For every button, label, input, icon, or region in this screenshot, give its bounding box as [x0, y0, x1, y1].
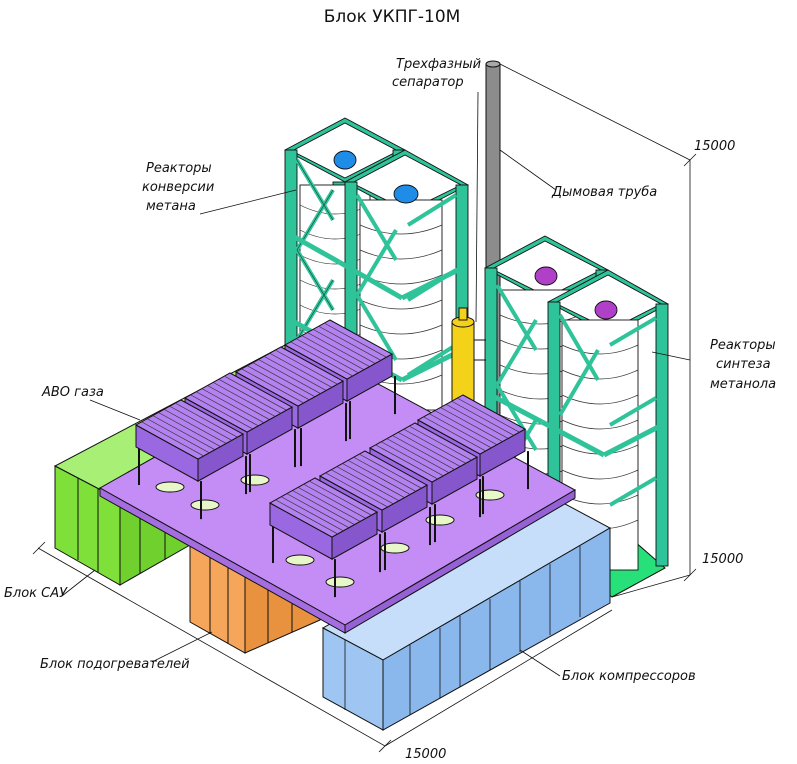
dim-depth: 15000	[702, 552, 743, 567]
dimension-lines	[32, 63, 697, 753]
label-conv-1: Реакторы	[146, 161, 212, 176]
conversion-dome-2-icon	[393, 184, 419, 204]
dim-width: 15000	[405, 747, 446, 762]
label-heaters: Блок подогревателей	[40, 657, 190, 672]
synthesis-dome-2-icon	[594, 300, 618, 320]
diagram-title: Блок УКПГ-10М	[324, 7, 461, 27]
conversion-dome-1-icon	[333, 150, 357, 170]
avo-unit	[268, 477, 381, 598]
three-phase-separator	[451, 307, 486, 423]
synthesis-dome-1-icon	[534, 266, 558, 286]
dim-height: 15000	[694, 139, 735, 154]
label-conv-3: метана	[146, 199, 196, 214]
leader-lines	[61, 91, 691, 677]
label-avo: АВО газа	[41, 385, 104, 400]
labels: Трехфазный сепаратор Реакторы конверсии …	[4, 57, 776, 762]
compressor-block	[321, 494, 612, 731]
label-conv-2: конверсии	[142, 180, 214, 195]
label-separator-1: Трехфазный	[396, 57, 481, 72]
label-synth-2: синтеза	[716, 357, 771, 372]
label-compressors: Блок компрессоров	[562, 669, 696, 684]
avo-units	[134, 319, 529, 598]
label-synth-3: метанола	[710, 377, 776, 392]
label-sau: Блок САУ	[4, 586, 68, 601]
label-separator-2: сепаратор	[392, 75, 464, 90]
label-synth-1: Реакторы	[710, 338, 776, 353]
avo-unit	[134, 399, 247, 520]
label-chimney: Дымовая труба	[551, 185, 657, 200]
